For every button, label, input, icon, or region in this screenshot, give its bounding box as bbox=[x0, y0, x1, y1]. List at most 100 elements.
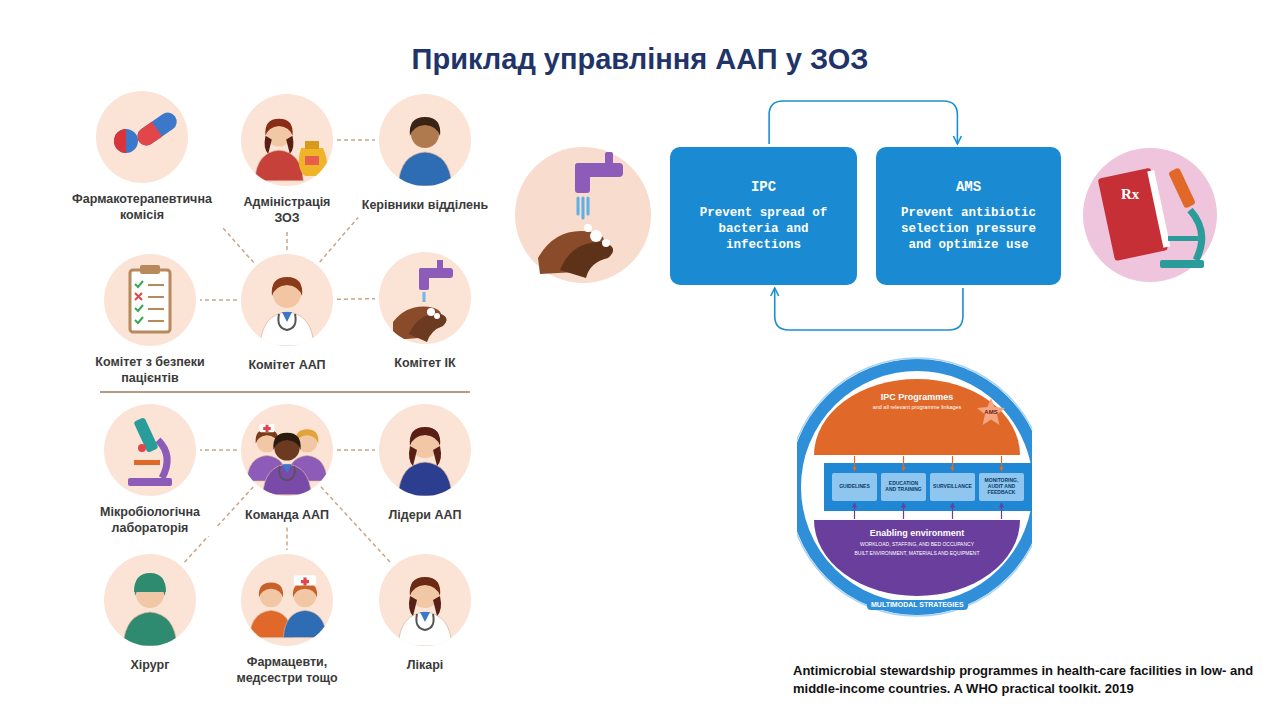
component-box: GUIDELINES bbox=[832, 473, 877, 501]
icon-circle bbox=[241, 94, 333, 186]
slide-title: Приклад управління ААП у ЗОЗ bbox=[0, 43, 1280, 76]
ring-label: MULTIMODAL STRATEGIES bbox=[867, 600, 968, 610]
connector bbox=[952, 456, 953, 471]
label-wrap: Фармакотерапевтична комісія bbox=[47, 192, 237, 223]
node-heading: MONITORING, AUDIT AND FEEDBACK bbox=[981, 478, 1022, 495]
label-wrap: Комітет ААП bbox=[192, 355, 382, 374]
icon-circle bbox=[379, 554, 471, 646]
node-label: Команда ААП bbox=[243, 508, 331, 524]
node-label: Комітет ААП bbox=[246, 358, 327, 374]
org-node: Комітет ААП bbox=[192, 254, 382, 374]
icon-circle bbox=[104, 404, 196, 496]
label-wrap: Фармацевти, медсестри тощо bbox=[192, 655, 382, 686]
node-heading: SURVEILLANCE bbox=[933, 484, 972, 490]
label-wrap: Комітет ІК bbox=[330, 353, 520, 372]
node-label: Адміністрація ЗОЗ bbox=[230, 195, 344, 226]
label-wrap: Лікарі bbox=[330, 655, 520, 674]
icon-circle bbox=[379, 404, 471, 496]
node-label: Мікробіологічна лабораторія bbox=[83, 505, 217, 536]
label-wrap: Мікробіологічна лабораторія bbox=[55, 505, 245, 536]
rx-symbol: Rx bbox=[1121, 186, 1139, 203]
node-heading: GUIDELINES bbox=[839, 484, 870, 490]
icon-circle bbox=[241, 404, 333, 496]
node-label: Фармакотерапевтична комісія bbox=[58, 192, 227, 223]
connector bbox=[1001, 456, 1002, 471]
org-node: Лікарі bbox=[330, 554, 520, 674]
node-heading: Enabling environment bbox=[826, 528, 1008, 538]
component-box: MONITORING, AUDIT AND FEEDBACK bbox=[979, 473, 1024, 501]
node-label: Фармацевти, медсестри тощо bbox=[223, 655, 352, 686]
node-label: Комітет ІК bbox=[392, 356, 457, 372]
org-node: Фармацевти, медсестри тощо bbox=[192, 554, 382, 686]
connector bbox=[286, 528, 288, 550]
role-icon bbox=[241, 94, 333, 186]
role-icon bbox=[104, 254, 196, 346]
connector bbox=[200, 449, 237, 451]
connector bbox=[337, 139, 375, 141]
connector bbox=[286, 230, 288, 250]
org-node: Фармакотерапевтична комісія bbox=[47, 91, 237, 223]
connector bbox=[854, 456, 855, 471]
connector bbox=[337, 449, 375, 451]
connector bbox=[321, 487, 391, 563]
node-heading: IPC Programmes bbox=[834, 392, 1000, 402]
connector bbox=[854, 503, 855, 519]
icon-circle bbox=[241, 254, 333, 346]
connector bbox=[200, 299, 237, 301]
node-label: Хірург bbox=[129, 658, 172, 674]
component-box: EDUCATION AND TRAINING bbox=[881, 473, 926, 501]
node-text: Prevent spread of bacteria and infection… bbox=[686, 206, 841, 253]
node-label: Керівники відділень bbox=[360, 198, 490, 214]
connector bbox=[952, 503, 953, 519]
role-icon bbox=[241, 554, 333, 646]
source-caption: Antimicrobial stewardship programmes in … bbox=[793, 662, 1255, 698]
role-icon bbox=[379, 94, 471, 186]
role-icon bbox=[96, 91, 188, 183]
connector bbox=[775, 288, 963, 330]
role-icon bbox=[104, 404, 196, 496]
label-wrap: Керівники відділень bbox=[330, 195, 520, 214]
label-wrap: Лідери ААП bbox=[330, 505, 520, 524]
connector bbox=[903, 503, 904, 519]
role-icon bbox=[379, 554, 471, 646]
connector bbox=[1001, 503, 1002, 519]
org-node: Керівники відділень bbox=[330, 94, 520, 214]
label-wrap: Адміністрація ЗОЗ bbox=[192, 195, 382, 226]
org-node: Лідери ААП bbox=[330, 404, 520, 524]
prescription-icon bbox=[1083, 148, 1217, 282]
role-icon bbox=[241, 404, 333, 496]
star-badge: AMS bbox=[977, 398, 1005, 425]
handwash-icon bbox=[515, 147, 651, 283]
node-text: WORKLOAD, STAFFING, AND BED OCCUPANCY bbox=[826, 541, 1008, 547]
icon-circle bbox=[96, 91, 188, 183]
node-label: Комітет з безпеки пацієнтів bbox=[81, 355, 220, 386]
node-text: BUILT ENVIRONMENT, MATERIALS AND EQUIPME… bbox=[826, 550, 1008, 556]
process-box: AMSPrevent antibiotic selection pressure… bbox=[876, 147, 1061, 285]
node-heading: IPC bbox=[751, 179, 776, 197]
org-node: Комітет ІК bbox=[330, 252, 520, 372]
separator-line bbox=[100, 391, 470, 393]
org-node: Хірург bbox=[55, 554, 245, 674]
connector bbox=[769, 101, 957, 144]
node-heading: EDUCATION AND TRAINING bbox=[883, 481, 924, 493]
who-framework-figure bbox=[797, 350, 1032, 620]
connector bbox=[337, 298, 375, 300]
icon-circle bbox=[241, 554, 333, 646]
component-box: SURVEILLANCE bbox=[930, 473, 975, 501]
role-icon bbox=[104, 554, 196, 646]
role-icon bbox=[241, 254, 333, 346]
node-label: Лідери ААП bbox=[387, 508, 464, 524]
node-heading: AMS bbox=[956, 179, 981, 197]
connector bbox=[903, 456, 904, 471]
icon-circle bbox=[379, 94, 471, 186]
connector bbox=[222, 227, 254, 262]
node-label: Лікарі bbox=[405, 658, 446, 674]
org-node: Мікробіологічна лабораторія bbox=[55, 404, 245, 536]
role-icon bbox=[379, 252, 471, 344]
org-node: Адміністрація ЗОЗ bbox=[192, 94, 382, 226]
node-heading: AMS bbox=[984, 409, 997, 415]
label-wrap: Комітет з безпеки пацієнтів bbox=[55, 355, 245, 386]
node-text: and all relevant programme linkages bbox=[834, 404, 1000, 410]
environment-band: Enabling environmentWORKLOAD, STAFFING, … bbox=[814, 520, 1020, 596]
